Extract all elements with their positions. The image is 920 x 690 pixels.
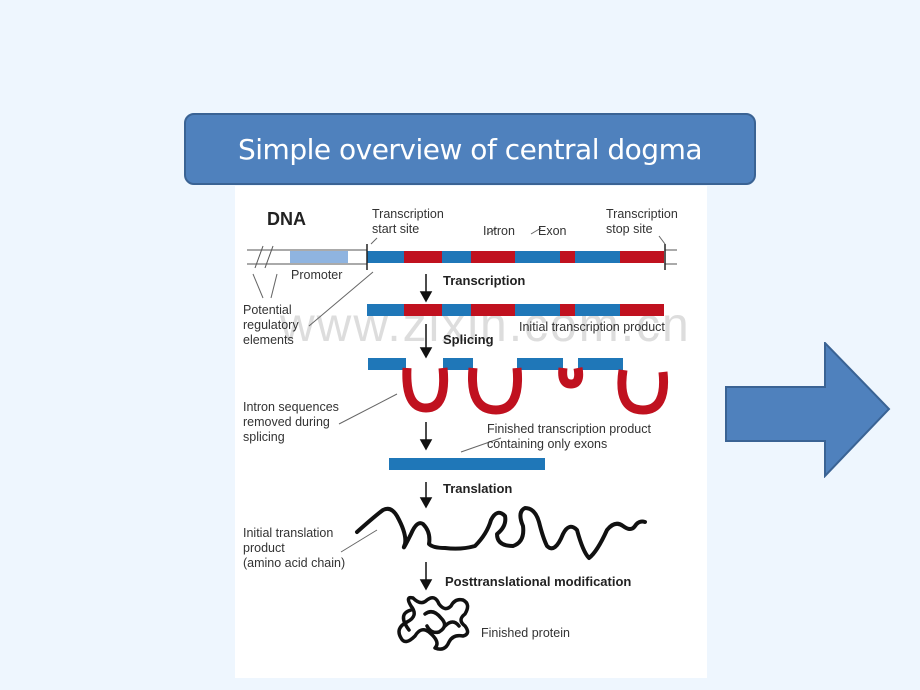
label-line: splicing — [243, 430, 285, 444]
dna-intron — [471, 251, 515, 263]
pointer-lines — [252, 227, 666, 553]
label-line: regulatory — [243, 318, 299, 332]
rna-intron — [404, 304, 442, 316]
exon-piece — [517, 358, 563, 370]
intron-loop — [467, 367, 523, 415]
label-line: Intron sequences — [243, 400, 339, 414]
label-line: stop site — [606, 222, 653, 236]
exon-label: Exon — [538, 224, 567, 238]
label-line: product — [243, 541, 285, 555]
dna-exon — [515, 251, 560, 263]
intron-loop — [617, 369, 669, 415]
rna-exon — [575, 304, 620, 316]
promoter-label: Promoter — [291, 268, 343, 282]
dna-exon — [442, 251, 471, 263]
rna-exon — [515, 304, 560, 316]
label-line: (amino acid chain) — [243, 556, 346, 570]
label-line: Potential — [243, 303, 292, 317]
next-slide-arrow[interactable] — [725, 342, 891, 478]
intron-loop — [558, 367, 584, 389]
dna-intron — [560, 251, 575, 263]
label-line: removed during — [243, 415, 330, 429]
transcription-start-label: Transcription start site — [372, 207, 444, 237]
step-splicing: Splicing — [443, 332, 494, 347]
splicing-row — [368, 358, 669, 415]
transcription-stop-label: Transcription stop site — [606, 207, 678, 237]
promoter-region — [290, 251, 348, 263]
process-arrows — [419, 274, 433, 591]
exon-piece — [443, 358, 473, 370]
dna-strand — [247, 244, 677, 270]
initial-translation-product-label: Initial translation product (amino acid … — [243, 526, 345, 571]
regulatory-elements-label: Potential regulatory elements — [243, 303, 299, 348]
initial-transcript — [367, 304, 664, 316]
break-mark — [254, 245, 264, 269]
finished-transcription-product-label: Finished transcription product containin… — [487, 422, 651, 452]
step-posttranslational: Posttranslational modification — [445, 574, 632, 589]
dna-intron — [620, 251, 664, 263]
label-line: start site — [372, 222, 420, 236]
step-transcription: Transcription — [443, 273, 526, 288]
dna-exon — [367, 251, 404, 263]
label-line: Initial translation — [243, 526, 334, 540]
initial-transcription-product-label: Initial transcription product — [519, 320, 665, 334]
label-line: containing only exons — [487, 437, 608, 451]
rna-intron — [620, 304, 664, 316]
diagram-graphics — [247, 227, 677, 651]
central-dogma-figure: www.zixin.com.cn — [235, 186, 707, 678]
dna-exon — [575, 251, 620, 263]
mature-mrna — [389, 458, 545, 470]
rna-exon — [442, 304, 471, 316]
exon-piece — [368, 358, 406, 370]
rna-exon — [367, 304, 404, 316]
break-mark — [264, 245, 274, 269]
exon-piece — [578, 358, 623, 370]
folded-protein — [397, 595, 470, 651]
label-line: elements — [243, 333, 294, 347]
label-line: Transcription — [372, 207, 444, 221]
step-translation: Translation — [443, 481, 513, 496]
finished-protein-label: Finished protein — [481, 626, 570, 640]
label-line: Transcription — [606, 207, 678, 221]
label-line: Finished transcription product — [487, 422, 651, 436]
intron-loop — [402, 367, 449, 413]
intron-removed-label: Intron sequences removed during splicing — [243, 400, 339, 445]
rna-intron — [560, 304, 575, 316]
intron-label: Intron — [483, 224, 515, 238]
rna-intron — [471, 304, 515, 316]
amino-acid-chain — [355, 506, 647, 560]
dna-label: DNA — [267, 209, 306, 229]
dna-intron — [404, 251, 442, 263]
right-arrow-icon[interactable] — [725, 342, 891, 478]
slide-title: Simple overview of central dogma — [184, 113, 756, 185]
